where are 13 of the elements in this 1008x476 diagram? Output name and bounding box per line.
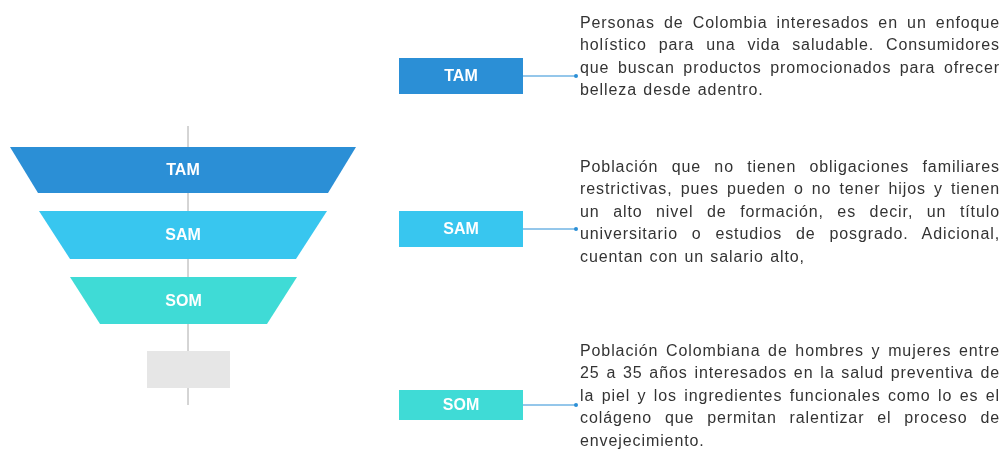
connector-line — [522, 403, 578, 407]
label-box: SOM — [399, 390, 523, 420]
description-text: Población que no tienen obligaciones familiares restrictivas, pues pueden o no tener hijos y tienen un alto nivel de formación, es decir, un título universitario o estudios de posgrado. Adicional, cuentan con un salario alto, — [580, 156, 1000, 269]
connector-line — [522, 227, 578, 231]
funnel-segment: SAM — [39, 211, 327, 259]
label-box: TAM — [399, 58, 523, 94]
funnel-segment: TAM — [10, 147, 356, 193]
description-text: Población Colombiana de hombres y mujeres entre 25 a 35 años interesados en la salud preventiva de la piel y los ingredientes funcionales como lo es el colágeno que permitan ralentizar el proceso de envejecimiento. — [580, 340, 1000, 453]
description-text: Personas de Colombia interesados en un enfoque holístico para una vida saludable. Consumidores que buscan productos promocionados para ofrecer belleza desde adentro. — [580, 12, 1000, 102]
label-box: SAM — [399, 211, 523, 247]
placeholder-box — [147, 351, 230, 388]
funnel-segment: SOM — [70, 277, 297, 324]
connector-line — [522, 74, 578, 78]
